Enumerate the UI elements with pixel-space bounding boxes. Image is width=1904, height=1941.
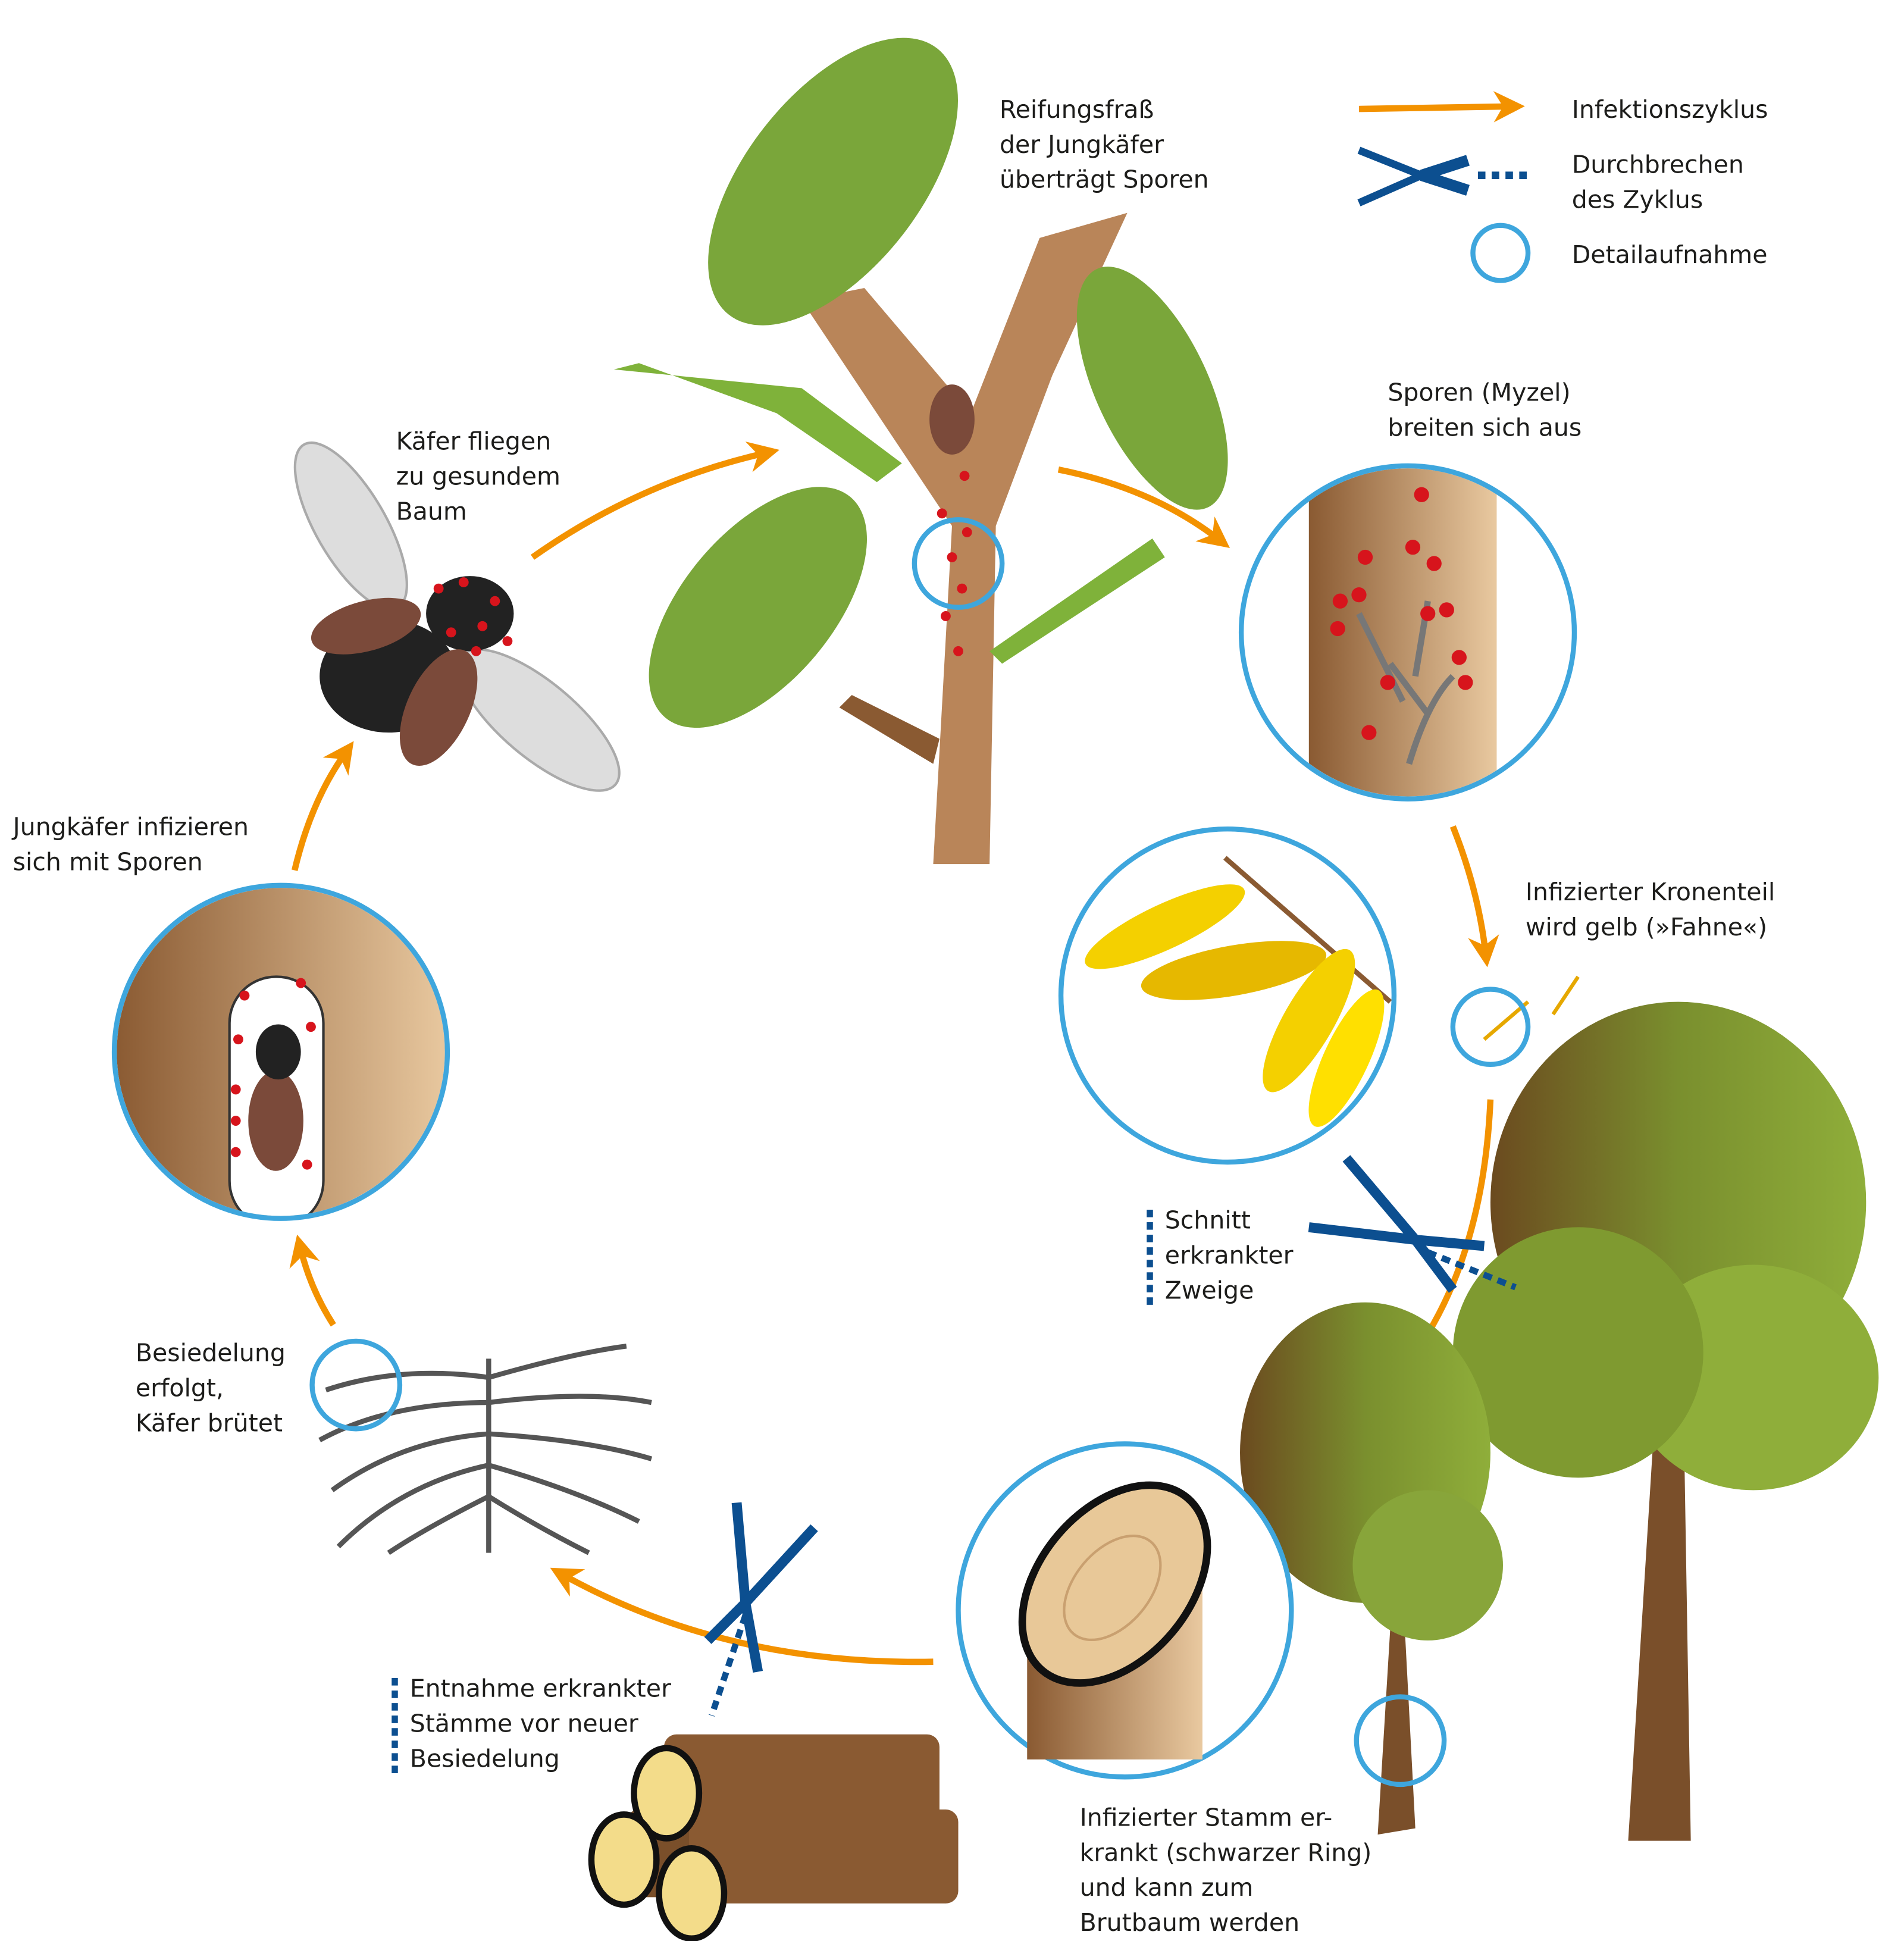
beetle-in-bark-detail (111, 882, 450, 1221)
yellow-leaves-detail (1058, 826, 1397, 1165)
label-line: Brutbaum werden (1080, 1908, 1299, 1937)
label-line: Besiedelung (136, 1339, 286, 1367)
spores-detail (1238, 463, 1577, 802)
leaf (649, 487, 867, 728)
spores (937, 471, 972, 656)
legend-arrow-icon (1358, 91, 1525, 123)
label-maturation-feeding: Reifungsfraß der Jungkäfer überträgt Spo… (1000, 95, 1209, 194)
arrow-to-trunk (1425, 1099, 1494, 1336)
label-beetles-fly: Käfer fliegen zu gesundem Baum (396, 427, 560, 526)
yellow-flag-branch (1483, 975, 1580, 1041)
legend-break-cycle-1: Durchbrechen (1572, 150, 1744, 179)
brood-gallery (309, 1338, 653, 1555)
healthy-elm-branch (613, 37, 1228, 865)
legend-detail-view: Detailaufnahme (1572, 240, 1768, 269)
flying-beetle (293, 441, 621, 792)
cycle-arrows (289, 442, 1499, 1665)
label-line: und kann zum (1080, 1873, 1254, 1902)
label-trunk-infected: Infizierter Stamm er- krankt (schwarzer … (1080, 1803, 1372, 1937)
label-line: zu gesundem (396, 462, 560, 490)
label-crown-yellow: Infizierter Kronenteil wird gelb (»Fahne… (1526, 878, 1775, 941)
label-line: der Jungkäfer (1000, 130, 1164, 159)
legend: Infektionszyklus Durchbrechen des Zyklus… (1357, 91, 1768, 283)
label-line: Entnahme erkrankter (410, 1674, 671, 1703)
detail-marker-circle (1450, 987, 1531, 1067)
label-line: Sporen (Myzel) (1388, 378, 1570, 406)
label-line: Zweige (1165, 1276, 1254, 1304)
scissors-icon-trunks (704, 1502, 818, 1717)
legend-break-cycle-2: des Zyklus (1572, 185, 1703, 214)
label-line: breiten sich aus (1388, 413, 1582, 442)
scissors-icon-branches (1308, 1155, 1517, 1293)
label-cut-branches: Schnitt erkrankter Zweige (1165, 1206, 1294, 1305)
label-line: Stämme vor neuer (410, 1710, 638, 1738)
label-young-beetles: Jungkäfer infizieren sich mit Sporen (11, 813, 249, 876)
label-line: Infizierter Stamm er- (1080, 1803, 1333, 1832)
label-line: krankt (schwarzer Ring) (1080, 1838, 1372, 1867)
label-line: erkrankter (1165, 1241, 1294, 1269)
detail-marker-circle (912, 517, 1005, 610)
label-line: Besiedelung (410, 1744, 560, 1773)
arrow-to-crown (1449, 825, 1499, 968)
label-line: Schnitt (1165, 1206, 1251, 1235)
label-line: Infizierter Kronenteil (1526, 878, 1775, 906)
arrow-to-brood (289, 1234, 336, 1327)
feeding-beetle (929, 384, 975, 455)
arrow-to-spores (1057, 467, 1230, 548)
arrow-to-healthy-tree (530, 442, 779, 560)
arrow-to-colonisation (550, 1567, 934, 1665)
label-line: Jungkäfer infizieren (11, 813, 249, 841)
legend-scissors-icon (1357, 146, 1529, 206)
diseased-trees (1240, 975, 1879, 1841)
label-colonisation: Besiedelung erfolgt, Käfer brütet (136, 1339, 286, 1438)
label-line: wird gelb (»Fahne«) (1526, 913, 1767, 941)
label-line: überträgt Sporen (1000, 165, 1209, 194)
label-line: erfolgt, (136, 1374, 224, 1402)
label-remove-trunks: Entnahme erkrankter Stämme vor neuer Bes… (410, 1674, 671, 1773)
arrow-to-flying-beetle (292, 741, 354, 871)
label-spores-spread: Sporen (Myzel) breiten sich aus (1388, 378, 1582, 442)
label-line: Baum (396, 497, 467, 525)
label-line: Reifungsfraß (1000, 95, 1154, 124)
detail-marker-circle (1354, 1694, 1447, 1787)
leaf (708, 37, 959, 325)
label-line: Käfer fliegen (396, 427, 552, 456)
legend-detail-circle-icon (1470, 223, 1531, 283)
leaf (1076, 267, 1228, 510)
label-line: Käfer brütet (136, 1408, 283, 1437)
trunk-detail (956, 1441, 1294, 1780)
label-line: sich mit Sporen (13, 848, 203, 876)
felled-logs (588, 1734, 959, 1941)
legend-infection-cycle: Infektionszyklus (1572, 95, 1768, 124)
detail-marker-circle (309, 1338, 403, 1432)
